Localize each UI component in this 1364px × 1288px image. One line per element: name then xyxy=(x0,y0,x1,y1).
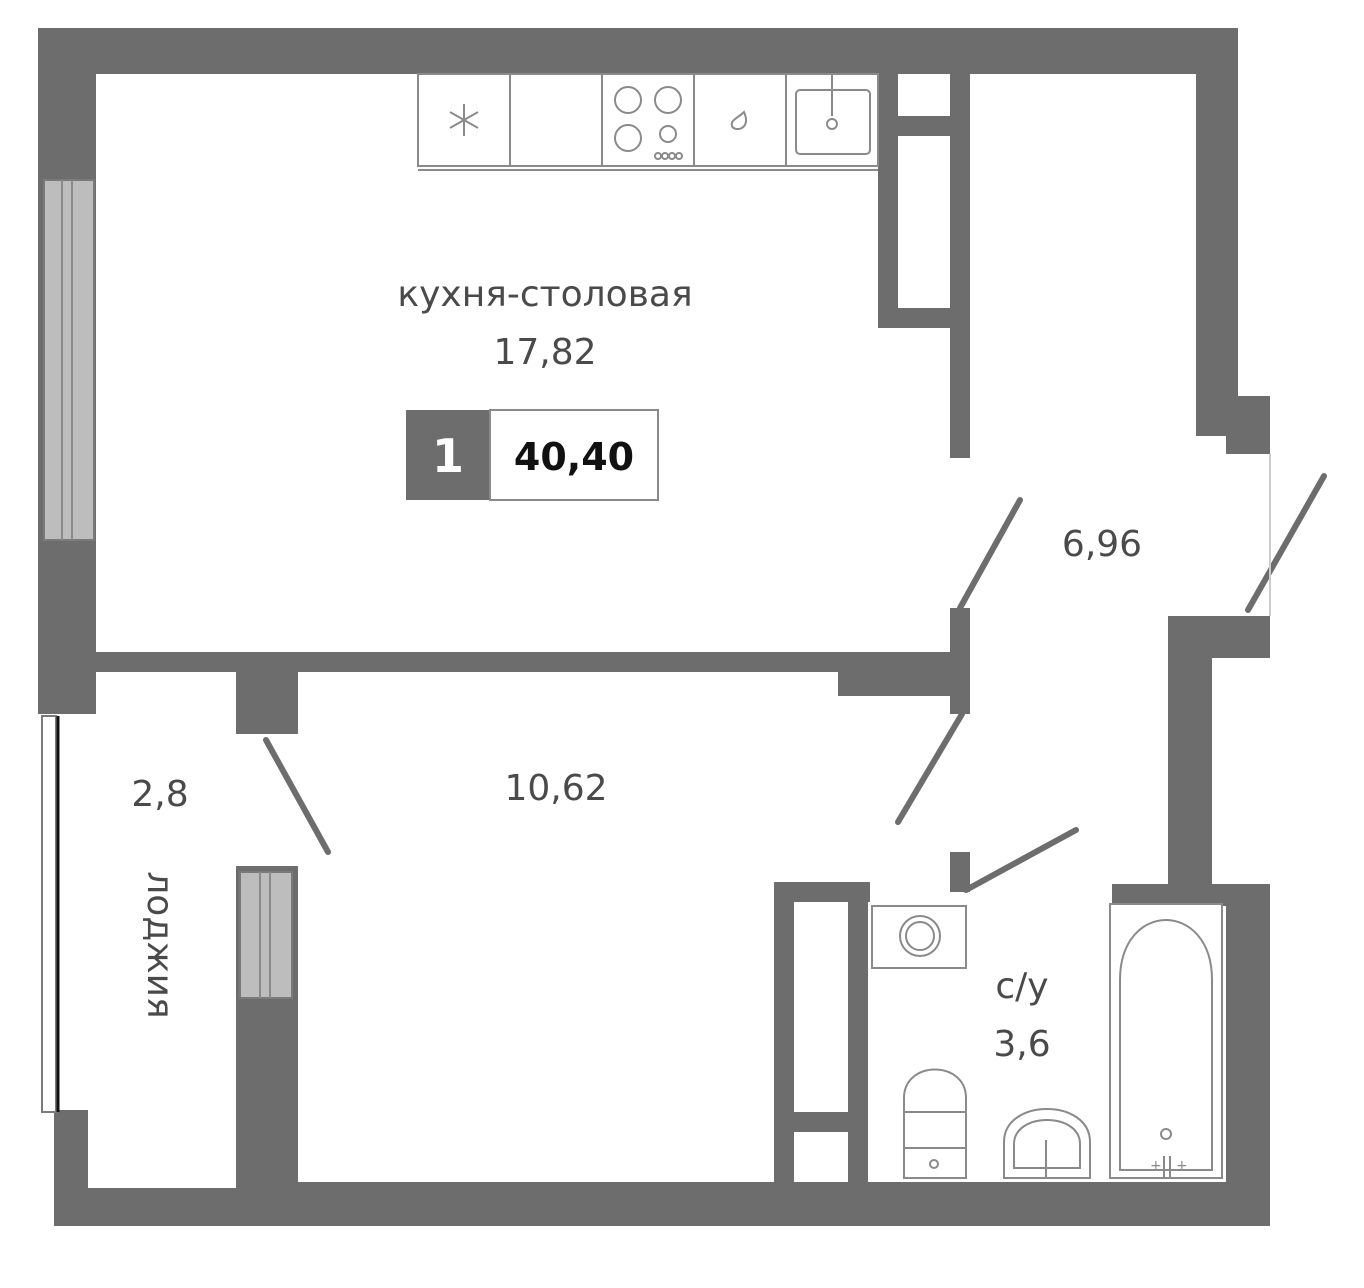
wall-right-bottom xyxy=(1226,884,1270,1224)
door-bathroom xyxy=(963,827,1079,893)
wall-loggia-bottom-left xyxy=(54,1110,88,1194)
kitchen-area: 17,82 xyxy=(493,332,596,373)
bedroom-area: 10,62 xyxy=(504,768,607,809)
wall-shaft-right xyxy=(950,74,970,458)
bathroom-name: с/у xyxy=(995,966,1048,1007)
rooms-count: 1 xyxy=(432,429,464,483)
wall-closet-mid xyxy=(774,1112,868,1132)
washing-machine-drum-icon xyxy=(899,915,941,957)
wall-kitchen-bedroom xyxy=(96,652,968,672)
drop-icon xyxy=(730,110,747,130)
hall-area: 6,96 xyxy=(1062,524,1142,565)
bathtub xyxy=(1109,903,1223,1179)
loggia-name: лоджия xyxy=(139,871,180,1018)
rooms-count-box xyxy=(406,410,490,500)
wall-right-lower xyxy=(1168,616,1212,906)
bathroom-area: 3,6 xyxy=(993,1024,1050,1065)
kitchen-name: кухня-столовая xyxy=(397,274,692,315)
door-entrance xyxy=(1245,473,1327,613)
cabinet xyxy=(509,73,603,167)
window-loggia xyxy=(41,715,57,1113)
wall-right-notch xyxy=(1226,396,1270,454)
door-bedroom xyxy=(895,711,965,825)
apartment-badge: 1 40,40 xyxy=(406,409,659,501)
bathroom-fixtures: + + xyxy=(871,903,1223,1179)
wall-bath-door-stub xyxy=(950,852,970,892)
wall-right-upper xyxy=(1196,28,1238,436)
window-kitchen xyxy=(43,179,95,541)
wall-top xyxy=(38,28,1238,74)
door-kitchen xyxy=(957,497,1023,611)
wall-shaft-mid xyxy=(896,116,968,136)
burners-icon xyxy=(614,86,683,160)
walls xyxy=(38,28,1270,1226)
wall-divider-right-block xyxy=(838,652,968,696)
wall-bottom xyxy=(236,1182,1270,1226)
total-area-box xyxy=(489,409,659,501)
wall-bath-inner xyxy=(848,882,868,1226)
dishwasher xyxy=(693,73,787,167)
wall-hall-stub xyxy=(950,608,970,714)
total-area: 40,40 xyxy=(514,435,634,479)
svg-text:+: + xyxy=(1150,1158,1162,1174)
wall-shaft-bottom xyxy=(878,308,968,328)
wall-shaft-left xyxy=(878,74,898,328)
svg-text:+: + xyxy=(1176,1158,1188,1174)
doors xyxy=(263,454,1327,893)
window-bedroom xyxy=(239,871,293,999)
door-loggia xyxy=(263,737,331,855)
toilet-tank xyxy=(903,1068,967,1113)
kitchen-counter xyxy=(417,73,879,171)
snowflake-icon xyxy=(449,104,479,136)
wall-bath-left xyxy=(774,882,794,1226)
loggia-area: 2,8 xyxy=(131,774,188,815)
wall-bath-top-left xyxy=(774,882,870,902)
wall-divider-left-block xyxy=(236,652,298,734)
windows xyxy=(41,179,293,1113)
